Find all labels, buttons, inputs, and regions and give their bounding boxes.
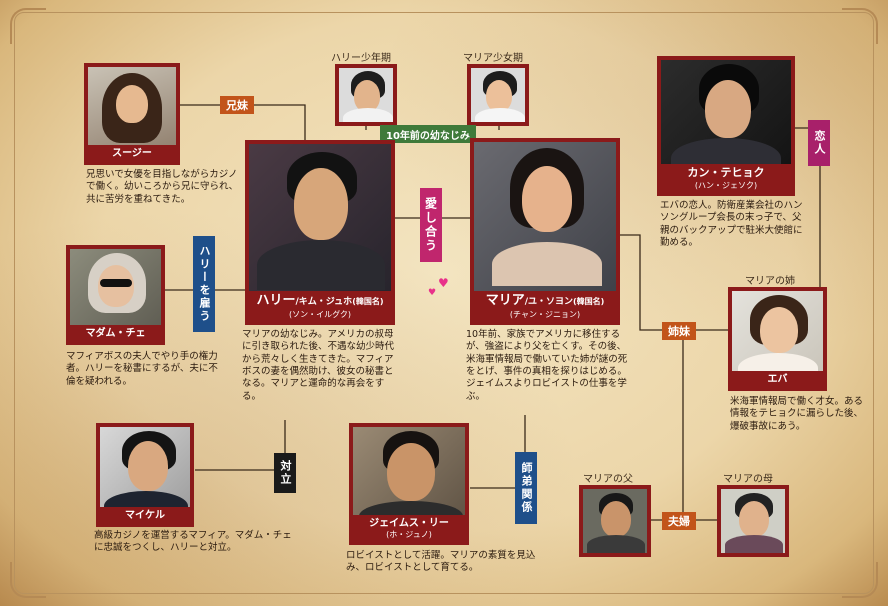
michael-description: 高級カジノを運営するマフィア。マダム・チェに忠誠をつくし、ハリーと対立。	[94, 530, 292, 554]
father-label: マリアの父	[583, 474, 633, 485]
relation-love: 愛し合う	[420, 188, 442, 262]
eva-name: エバ	[732, 371, 823, 387]
harry-korean-name: /キム・ジュホ	[295, 296, 353, 307]
corner-ornament	[10, 562, 46, 598]
maria-actor: (チャン・ジニョン)	[509, 309, 581, 319]
kang-actor: (ハン・ジェソク)	[694, 180, 758, 190]
kang-caption: カン・テヒョク (ハン・ジェソク)	[661, 164, 791, 192]
corner-ornament	[842, 562, 878, 598]
corner-ornament	[10, 8, 46, 44]
mother-photo	[717, 485, 789, 557]
harry-actor: (ソン・イルグク)	[288, 309, 352, 319]
madam-name: マダム・チェ	[70, 325, 161, 341]
heart-icon: ♥	[428, 288, 437, 298]
suzy-name: スージー	[88, 145, 176, 161]
james-caption: ジェイムス・リー (ホ・ジュノ)	[353, 514, 465, 541]
sunglasses-icon	[100, 279, 132, 287]
madam-description: マフィアボスの夫人でやり手の権力者。ハリーを秘書にするが、夫に不倫を疑われる。	[66, 351, 218, 387]
relation-childhood: 10年前の幼なじみ	[380, 125, 476, 143]
relation-lovers: 恋人	[808, 120, 830, 166]
harry-card: ハリー/キム・ジュホ(韓国名) (ソン・イルグク)	[245, 140, 395, 325]
relation-mentor: 師弟関係	[515, 452, 537, 524]
eva-card: エバ	[728, 287, 827, 391]
relation-siblings: 兄妹	[220, 96, 254, 114]
james-description: ロビイストとして活躍。マリアの素質を見込み、ロビイストとして育てる。	[346, 550, 536, 574]
harry-caption: ハリー/キム・ジュホ(韓国名) (ソン・イルグク)	[249, 290, 391, 321]
harry-name: ハリー	[256, 292, 296, 308]
eva-label: マリアの姉	[745, 276, 795, 287]
maria-description: 10年前、家族でアメリカに移住するが、強盗により父を亡くす。その後、米海軍情報局…	[466, 329, 628, 402]
kang-card: カン・テヒョク (ハン・ジェソク)	[657, 56, 795, 196]
maria-young-photo	[467, 64, 529, 126]
suzy-card: スージー	[84, 63, 180, 165]
relation-sisters: 姉妹	[662, 322, 696, 340]
relation-employs: ハリーを雇う	[193, 236, 215, 332]
border-frame	[14, 12, 874, 594]
maria-korean-tag: (韓国名)	[573, 296, 605, 306]
maria-caption: マリア/ユ・ソヨン(韓国名) (チャン・ジニョン)	[474, 290, 616, 321]
michael-name: マイケル	[100, 507, 190, 523]
mother-label: マリアの母	[723, 474, 773, 485]
harry-young-label: ハリー少年期	[331, 53, 391, 64]
harry-young-photo	[335, 64, 397, 126]
maria-name: マリア	[485, 292, 525, 308]
kang-description: エバの恋人。防衛産業会社のハンソングループ会長の末っ子で、父親のバックアップで駐…	[660, 200, 803, 249]
suzy-description: 兄思いで女優を目指しながらカジノで働く。幼いころから兄に守られ、共に苦労を重ねて…	[86, 169, 239, 205]
michael-card: マイケル	[96, 423, 194, 527]
maria-young-label: マリア少女期	[463, 53, 523, 64]
kang-name: カン・テヒョク	[687, 166, 765, 180]
eva-description: 米海軍情報局で働く才女。ある情報をテヒョクに漏らした後、爆破事故にあう。	[730, 396, 864, 432]
relation-rivals: 対立	[274, 453, 296, 493]
maria-korean-name: /ユ・ソヨン	[524, 296, 573, 307]
corner-ornament	[842, 8, 878, 44]
james-card: ジェイムス・リー (ホ・ジュノ)	[349, 423, 469, 545]
father-photo	[579, 485, 651, 557]
relation-spouses: 夫婦	[662, 512, 696, 530]
heart-icon: ♥	[438, 276, 449, 290]
harry-description: マリアの幼なじみ。アメリカの叔母に引き取られた後、不遇な幼少時代から荒々しく生き…	[242, 329, 395, 402]
harry-korean-tag: (韓国名)	[352, 296, 384, 306]
james-actor: (ホ・ジュノ)	[386, 529, 432, 539]
maria-card: マリア/ユ・ソヨン(韓国名) (チャン・ジニョン)	[470, 138, 620, 325]
madam-card: マダム・チェ	[66, 245, 165, 345]
james-name: ジェイムス・リー	[369, 517, 449, 529]
